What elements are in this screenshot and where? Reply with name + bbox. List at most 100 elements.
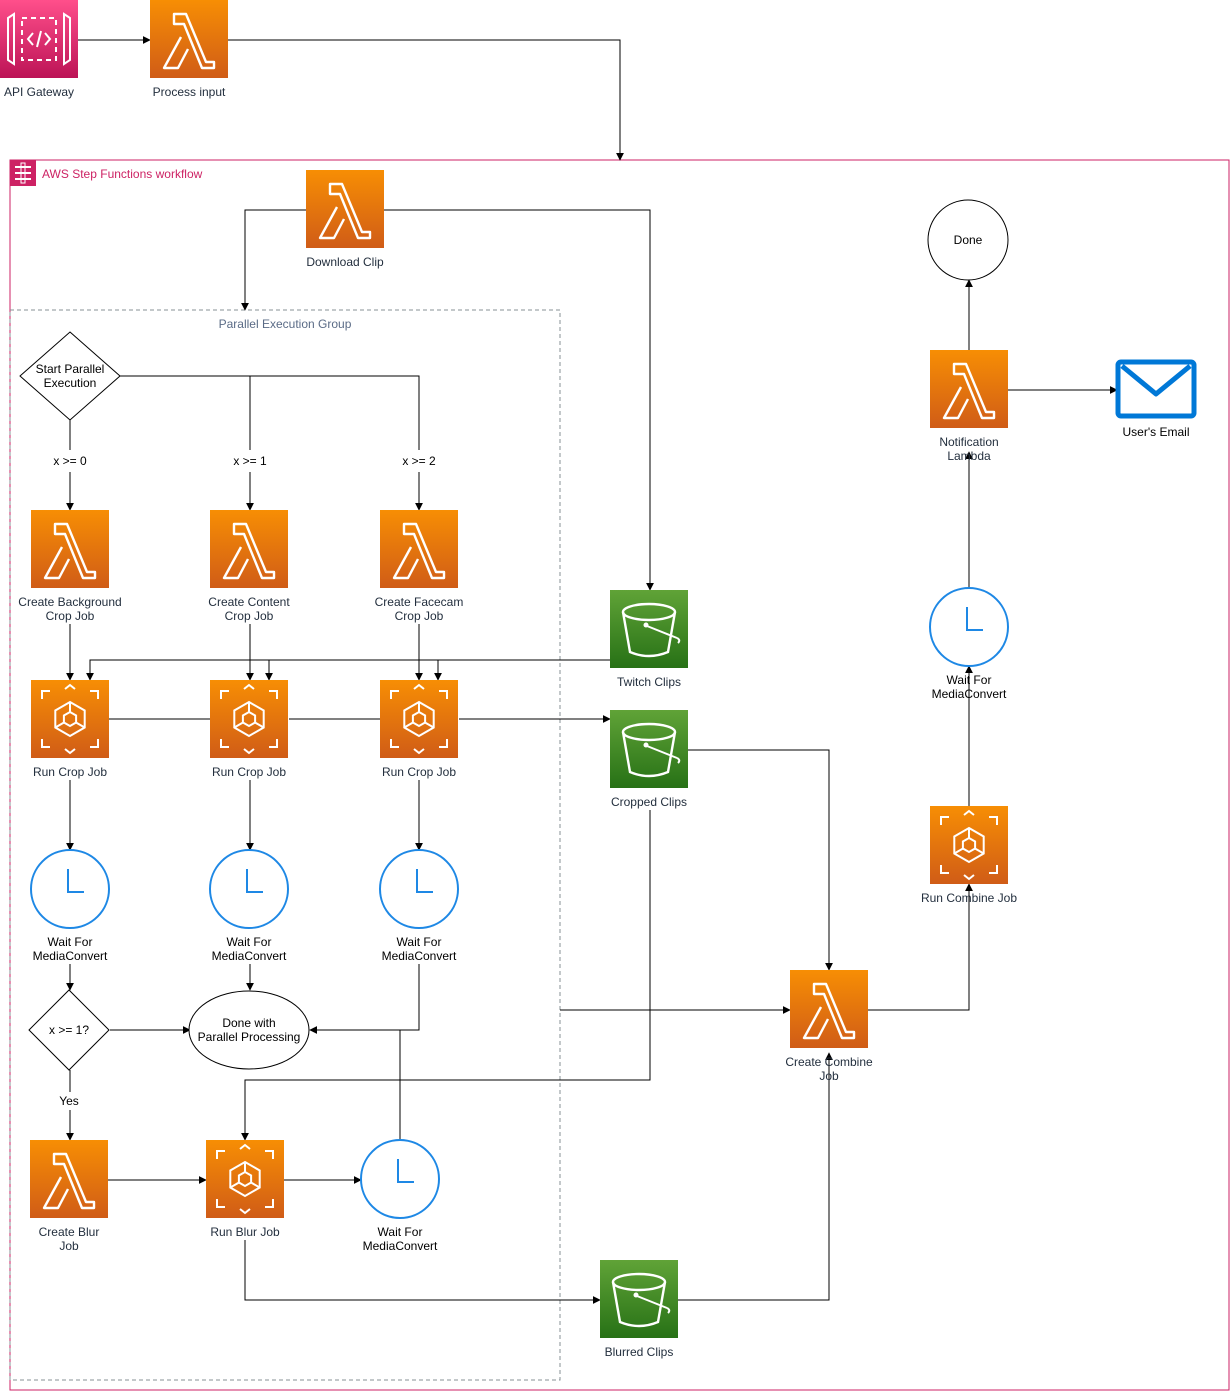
- mediaconvert-icon: [206, 1140, 284, 1218]
- create-combine-label: Create Combine: [785, 1055, 873, 1069]
- run-crop-2-label: Run Crop Job: [212, 765, 286, 779]
- clock-icon: [360, 1139, 440, 1219]
- done-node[interactable]: Done: [927, 199, 1009, 281]
- edge-label-branch-2: x >= 2: [402, 454, 436, 468]
- lambda-icon: [150, 0, 228, 78]
- edge-process-to-workflow: [228, 39, 624, 161]
- cropped-clips-label: Cropped Clips: [611, 795, 687, 809]
- clock-icon: [929, 587, 1009, 667]
- create-facecam-label: Create Facecam: [375, 595, 464, 609]
- notification-label: Notification: [939, 435, 998, 449]
- mediaconvert-icon: [380, 680, 458, 758]
- run-crop-2-node[interactable]: Run Crop Job: [210, 680, 288, 779]
- process-input-node[interactable]: Process input: [150, 0, 228, 99]
- edge-cropped-to-runblur: [241, 810, 651, 1141]
- wait-1-label: Wait For: [48, 935, 93, 949]
- edge-label-yes: Yes: [59, 1094, 79, 1108]
- blurred-clips-node[interactable]: Blurred Clips: [600, 1260, 678, 1359]
- step-functions-icon: [10, 160, 36, 186]
- parallel-group-border: [9, 309, 561, 1381]
- wait-1-label: MediaConvert: [33, 949, 108, 963]
- s3-bucket-icon: [610, 590, 688, 668]
- create-content-label: Crop Job: [225, 609, 274, 623]
- run-combine-node[interactable]: Run Combine Job: [921, 806, 1017, 905]
- notification-label: Lambda: [947, 449, 991, 463]
- wait-3-label: MediaConvert: [382, 949, 457, 963]
- parallel-group: Parallel Execution Group: [9, 309, 561, 1381]
- run-crop-1-node[interactable]: Run Crop Job: [31, 680, 109, 779]
- edge-label-branch-1: x >= 1: [233, 454, 267, 468]
- edge-twitch-to-run1: [86, 659, 610, 681]
- wait-combine-label: Wait For: [947, 673, 992, 687]
- edge-labels: x >= 0 x >= 1 x >= 2 Yes: [53, 454, 436, 1108]
- run-crop-3-label: Run Crop Job: [382, 765, 456, 779]
- clock-icon: [209, 849, 289, 929]
- edge-blurred-to-combine: [678, 1052, 833, 1301]
- edge-cropped-to-combine: [688, 749, 833, 971]
- create-background-label: Crop Job: [46, 609, 95, 623]
- start-parallel-shape: [19, 331, 121, 421]
- s3-bucket-icon: [610, 710, 688, 788]
- edge-combine-to-runcombine: [868, 883, 973, 1011]
- lambda-icon: [930, 350, 1008, 428]
- done-label: Done: [954, 233, 983, 247]
- api-gateway-icon: [0, 0, 78, 78]
- download-clip-node[interactable]: Download Clip: [306, 170, 384, 269]
- lambda-icon: [380, 510, 458, 588]
- edge-runblur-to-blurred: [244, 1240, 601, 1304]
- cropped-clips-node[interactable]: Cropped Clips: [610, 710, 688, 809]
- clock-icon: [379, 849, 459, 929]
- x-ge-1-node[interactable]: x >= 1?: [28, 989, 110, 1071]
- twitch-clips-node[interactable]: Twitch Clips: [610, 590, 688, 689]
- edge-wait3-to-done: [309, 964, 420, 1034]
- x-ge-1-shape: [28, 989, 110, 1071]
- download-clip-label: Download Clip: [306, 255, 384, 269]
- api-gateway-node[interactable]: API Gateway: [0, 0, 78, 99]
- start-parallel-label: Execution: [44, 376, 97, 390]
- create-blur-label: Job: [59, 1239, 79, 1253]
- create-background-label: Create Background: [18, 595, 121, 609]
- wait-blur-label: Wait For: [378, 1225, 423, 1239]
- workflow-title: AWS Step Functions workflow: [42, 167, 203, 181]
- mediaconvert-icon: [210, 680, 288, 758]
- edge-start-branch-bus: [120, 375, 420, 450]
- wait-combine-label: MediaConvert: [932, 687, 1007, 701]
- wait-2-label: Wait For: [227, 935, 272, 949]
- run-blur-node[interactable]: Run Blur Job: [206, 1140, 284, 1239]
- done-parallel-shape: [188, 990, 310, 1070]
- mediaconvert-icon: [930, 806, 1008, 884]
- api-gateway-label: API Gateway: [4, 85, 74, 99]
- edge-download-to-twitch: [384, 209, 654, 591]
- lambda-icon: [790, 970, 868, 1048]
- lambda-icon: [30, 1140, 108, 1218]
- create-combine-label: Job: [819, 1069, 839, 1083]
- wait-3-label: Wait For: [397, 935, 442, 949]
- run-crop-1-label: Run Crop Job: [33, 765, 107, 779]
- done-parallel-label: Done with: [222, 1016, 275, 1030]
- s3-bucket-icon: [600, 1260, 678, 1338]
- lambda-icon: [31, 510, 109, 588]
- run-crop-3-node[interactable]: Run Crop Job: [380, 680, 458, 779]
- wait-blur-label: MediaConvert: [363, 1239, 438, 1253]
- users-email-label: User's Email: [1123, 425, 1190, 439]
- edge-download-to-parallel: [241, 209, 306, 311]
- process-input-label: Process input: [153, 85, 226, 99]
- users-email-node[interactable]: User's Email: [1115, 359, 1197, 439]
- lambda-icon: [210, 510, 288, 588]
- run-blur-label: Run Blur Job: [210, 1225, 280, 1239]
